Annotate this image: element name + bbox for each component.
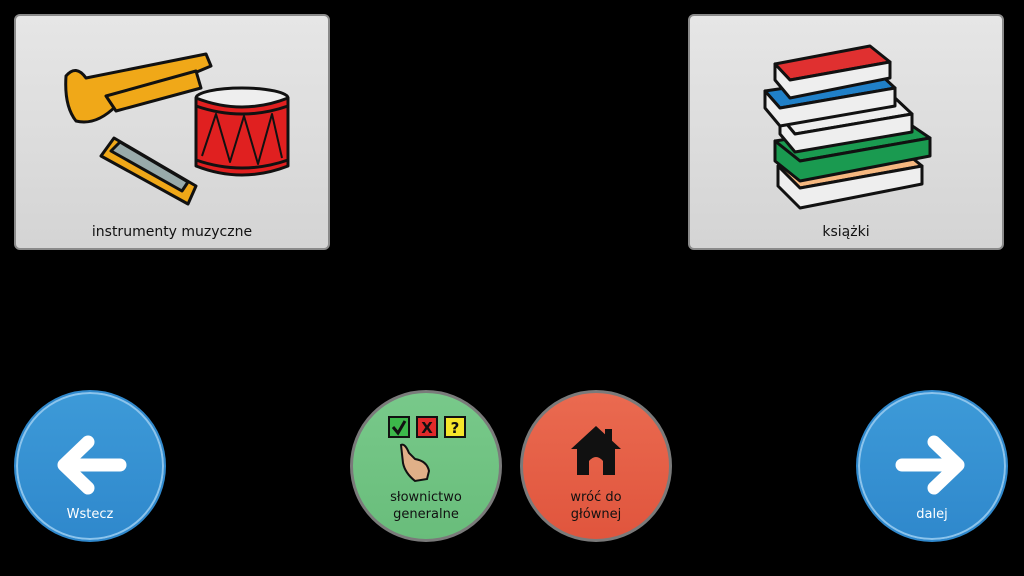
card-label: instrumenty muzyczne — [91, 224, 253, 240]
label-line-1: słownictwo — [390, 490, 462, 505]
card-ksiazki[interactable]: książki — [688, 14, 1004, 250]
home-button[interactable]: wróć do głównej — [520, 390, 672, 542]
back-label: Wstecz — [66, 507, 114, 522]
arrow-right-icon — [895, 435, 965, 495]
svg-text:?: ? — [451, 419, 460, 437]
label-line-1: wróć do — [570, 490, 622, 505]
vocabulary-button[interactable]: X ? słownictwo generalne — [350, 390, 502, 542]
next-label: dalej — [916, 507, 948, 522]
next-button[interactable]: dalej — [856, 390, 1008, 542]
vocabulary-label: słownictwo generalne — [353, 489, 499, 523]
yes-no-question-icon: X ? — [388, 416, 466, 483]
label-line-2: głównej — [570, 507, 622, 522]
back-button[interactable]: Wstecz — [14, 390, 166, 542]
home-icon — [571, 426, 621, 475]
home-label: wróć do głównej — [523, 489, 669, 523]
arrow-left-icon — [57, 435, 127, 495]
label-line-2: generalne — [393, 507, 459, 522]
card-label: książki — [822, 224, 870, 240]
books-icon — [763, 44, 932, 210]
card-instrumenty-muzyczne[interactable]: instrumenty muzyczne — [14, 14, 330, 250]
svg-text:X: X — [421, 419, 433, 437]
musical-instruments-icon — [64, 52, 290, 206]
